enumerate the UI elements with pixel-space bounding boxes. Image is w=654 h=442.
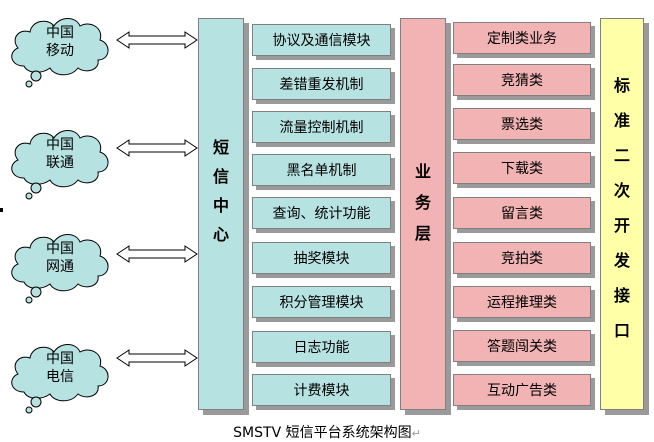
- paragraph-mark: ↵: [411, 427, 421, 440]
- service-box: 互动广告类: [453, 374, 591, 406]
- module-box: 抽奖模块: [252, 242, 391, 274]
- api-interface-column: 标 准 二 次 开 发 接 口: [600, 18, 644, 410]
- module-box: 协议及通信模块: [252, 24, 391, 56]
- service-box: 留言类: [453, 197, 591, 229]
- carrier-label: 中国 电信: [46, 351, 74, 385]
- cloud-icon: [11, 234, 109, 304]
- caption-text: SMSTV 短信平台系统架构图: [233, 425, 412, 441]
- diagram-caption: SMSTV 短信平台系统架构图↵: [0, 422, 654, 442]
- module-box: 计费模块: [252, 374, 391, 406]
- module-box: 查询、统计功能: [252, 197, 391, 229]
- service-box: 竞拍类: [453, 242, 591, 274]
- cloud-icon: [11, 344, 109, 414]
- sms-center-column: 短 信 中 心: [198, 18, 244, 410]
- double-arrow-icon: [116, 139, 198, 157]
- stray-mark: [0, 208, 3, 212]
- carrier-cloud-netcom: 中国 网通: [4, 224, 116, 304]
- cloud-icon: [11, 130, 109, 200]
- carrier-cloud-unicom: 中国 联通: [4, 120, 116, 200]
- service-box: 下载类: [453, 152, 591, 184]
- carrier-label: 中国 联通: [46, 137, 74, 171]
- carrier-cloud-mobile: 中国 移动: [4, 8, 116, 88]
- carrier-label: 中国 移动: [46, 25, 74, 59]
- double-arrow-icon: [116, 349, 198, 367]
- sms-center-label: 短 信 中 心: [212, 138, 229, 244]
- carrier-label: 中国 网通: [46, 241, 74, 275]
- service-box: 答题闯关类: [453, 330, 591, 362]
- service-box: 定制类业务: [453, 22, 591, 54]
- business-layer-column: 业 务 层: [400, 18, 446, 410]
- double-arrow-icon: [116, 245, 198, 263]
- module-box: 积分管理模块: [252, 286, 391, 318]
- api-interface-label: 标 准 二 次 开 发 接 口: [613, 76, 630, 340]
- module-box: 流量控制机制: [252, 111, 391, 143]
- cloud-icon: [11, 18, 109, 88]
- service-box: 票选类: [453, 108, 591, 140]
- double-arrow-icon: [116, 31, 198, 49]
- carrier-cloud-telecom: 中国 电信: [4, 334, 116, 414]
- service-box: 竞猜类: [453, 64, 591, 96]
- business-layer-label: 业 务 层: [414, 162, 431, 243]
- module-box: 日志功能: [252, 331, 391, 363]
- module-box: 差错重发机制: [252, 68, 391, 100]
- module-box: 黑名单机制: [252, 154, 391, 186]
- service-box: 运程推理类: [453, 286, 591, 318]
